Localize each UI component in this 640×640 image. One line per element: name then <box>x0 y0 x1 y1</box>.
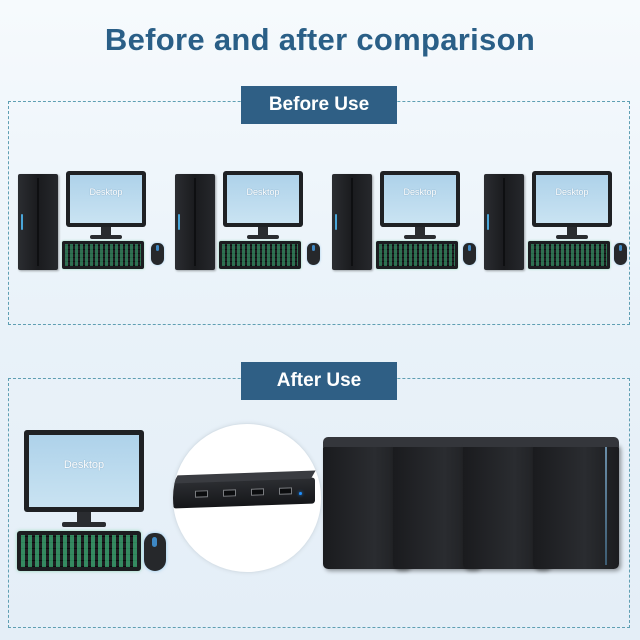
kvm-switch-icon <box>173 477 315 509</box>
mouse-icon <box>144 533 166 571</box>
monitor-stand <box>258 227 268 236</box>
monitor-screen: Desktop <box>536 175 608 223</box>
mouse-icon <box>614 243 627 265</box>
mouse-icon <box>463 243 476 265</box>
mouse-icon <box>151 243 164 265</box>
monitor-base <box>404 235 436 239</box>
monitor-icon: Desktop <box>380 171 460 227</box>
screen-text: Desktop <box>63 459 105 471</box>
status-light <box>299 491 302 496</box>
monitor-base <box>62 522 106 527</box>
mouse-icon <box>307 243 320 265</box>
keyboard-icon <box>62 241 144 269</box>
monitor-icon: Desktop <box>532 171 612 227</box>
keyboard-icon <box>376 241 458 269</box>
monitor-screen: Desktop <box>384 175 456 223</box>
hdmi-port-1 <box>195 490 208 498</box>
monitor-stand <box>101 227 111 236</box>
monitor-screen: Desktop <box>29 435 139 507</box>
tower-pc-icon <box>18 174 58 270</box>
monitor-icon: Desktop <box>24 430 144 512</box>
monitor-stand <box>77 512 91 524</box>
screen-text: Desktop <box>89 187 123 197</box>
hdmi-port-4 <box>279 487 292 495</box>
monitor-screen: Desktop <box>70 175 142 223</box>
monitor-stand <box>415 227 425 236</box>
screen-text: Desktop <box>403 187 437 197</box>
keyboard-icon <box>528 241 610 269</box>
monitor-base <box>556 235 588 239</box>
screen-text: Desktop <box>555 187 589 197</box>
monitor-base <box>247 235 279 239</box>
monitor-icon: Desktop <box>223 171 303 227</box>
tower-pc-icon <box>484 174 524 270</box>
hdmi-port-2 <box>223 489 236 497</box>
tower-pc-icon <box>533 437 619 569</box>
keyboard-icon <box>17 531 141 571</box>
page-title: Before and after comparison <box>104 22 536 57</box>
monitor-stand <box>567 227 577 236</box>
monitor-screen: Desktop <box>227 175 299 223</box>
after-use-label: After Use <box>241 362 397 400</box>
kvm-switch-callout <box>172 423 322 573</box>
monitor-base <box>90 235 122 239</box>
tower-pc-icon <box>175 174 215 270</box>
monitor-icon: Desktop <box>66 171 146 227</box>
before-use-label: Before Use <box>241 86 397 124</box>
keyboard-icon <box>219 241 301 269</box>
hdmi-port-3 <box>251 488 264 496</box>
tower-pc-icon <box>332 174 372 270</box>
screen-text: Desktop <box>246 187 280 197</box>
